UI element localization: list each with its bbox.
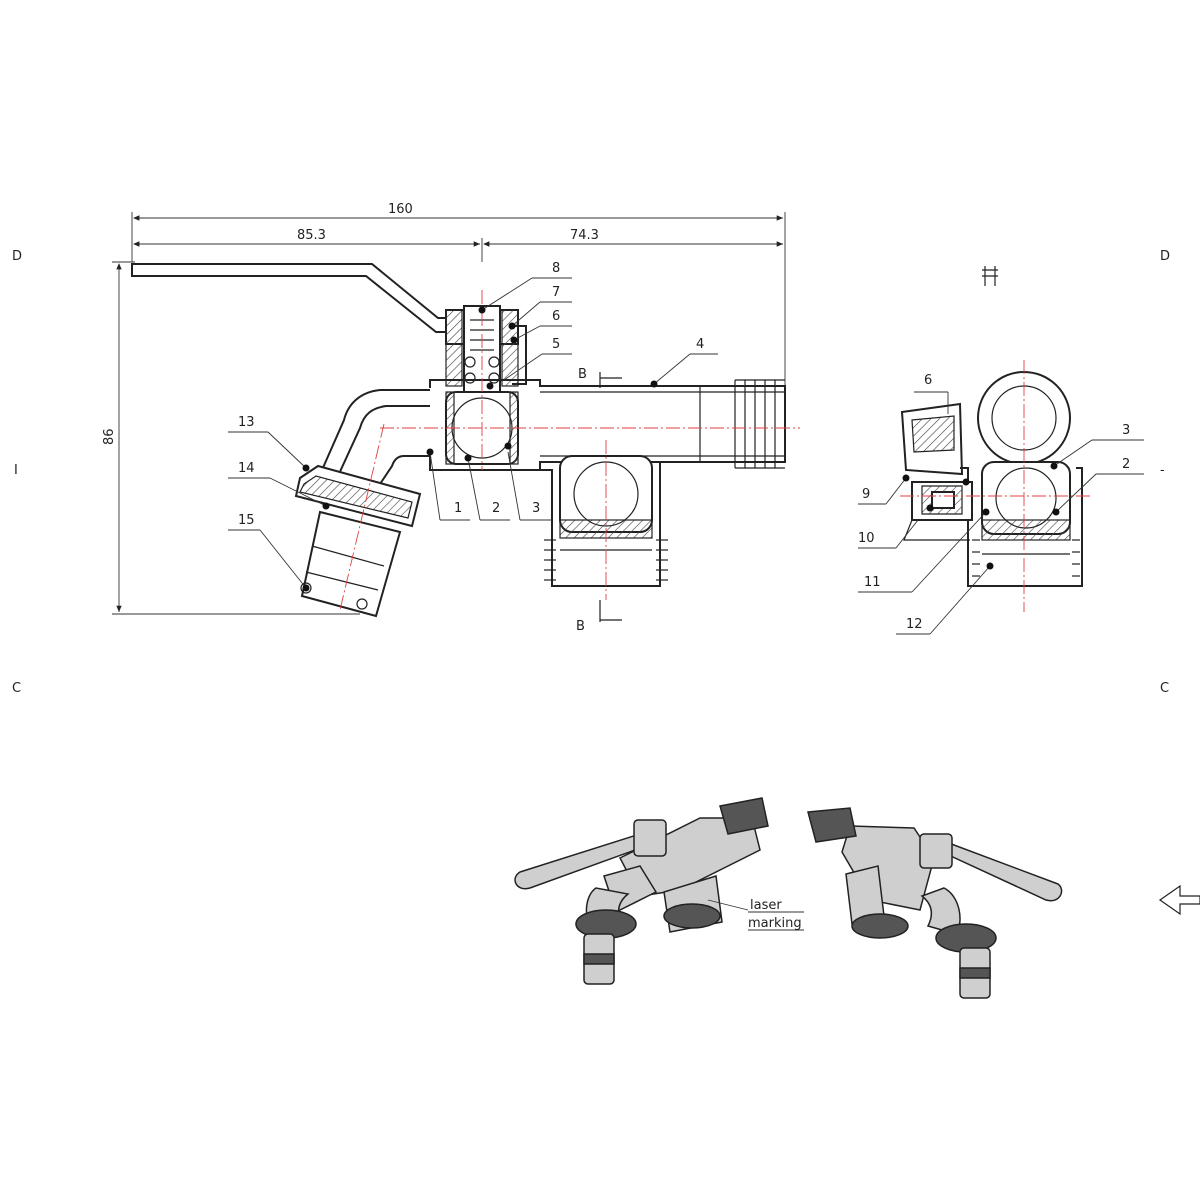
laser-marking-line2: marking <box>748 916 802 931</box>
side-part-number-9: 9 <box>862 487 870 502</box>
dimension-overall: 160 <box>388 202 413 217</box>
front-section-view <box>131 263 800 622</box>
isometric-view-left <box>514 797 769 985</box>
zone-label-dash-right: - <box>1160 463 1165 478</box>
zone-label-d-right: D <box>1160 249 1170 264</box>
part-number-6: 6 <box>552 309 560 324</box>
laser-marking-line1: laser <box>750 898 782 913</box>
section-label-top: B <box>578 367 587 382</box>
zone-label-c-left: C <box>12 681 21 696</box>
zone-label-i-left: I <box>14 463 18 478</box>
part-number-13: 13 <box>238 415 255 430</box>
dimension-height: 86 <box>102 428 117 445</box>
side-part-number-3: 3 <box>1122 423 1130 438</box>
section-label-bottom: B <box>576 619 585 634</box>
part-number-2: 2 <box>492 501 500 516</box>
part-number-3: 3 <box>532 501 540 516</box>
part-number-8: 8 <box>552 261 560 276</box>
side-section-view <box>900 266 1090 612</box>
side-part-number-11: 11 <box>864 575 881 590</box>
laser-marking-callout <box>707 899 804 931</box>
side-part-number-12: 12 <box>906 617 923 632</box>
dimension-left: 85.3 <box>297 228 326 243</box>
part-number-5: 5 <box>552 337 560 352</box>
side-part-number-6: 6 <box>924 373 932 388</box>
leaders-front <box>228 277 718 592</box>
part-number-1: 1 <box>454 501 462 516</box>
isometric-view-right <box>807 807 1063 999</box>
side-part-number-10: 10 <box>858 531 875 546</box>
side-part-number-2: 2 <box>1122 457 1130 472</box>
thread-bottom <box>544 539 668 581</box>
dimension-lines <box>112 212 786 615</box>
leaders-side <box>858 391 1144 635</box>
part-number-7: 7 <box>552 285 560 300</box>
view-arrow-icon <box>1158 884 1200 916</box>
part-number-4: 4 <box>696 337 704 352</box>
part-number-14: 14 <box>238 461 255 476</box>
dimension-right: 74.3 <box>570 228 599 243</box>
zone-label-c-right: C <box>1160 681 1169 696</box>
zone-label-d-left: D <box>12 249 22 264</box>
part-number-15: 15 <box>238 513 255 528</box>
thread-right <box>734 379 785 469</box>
